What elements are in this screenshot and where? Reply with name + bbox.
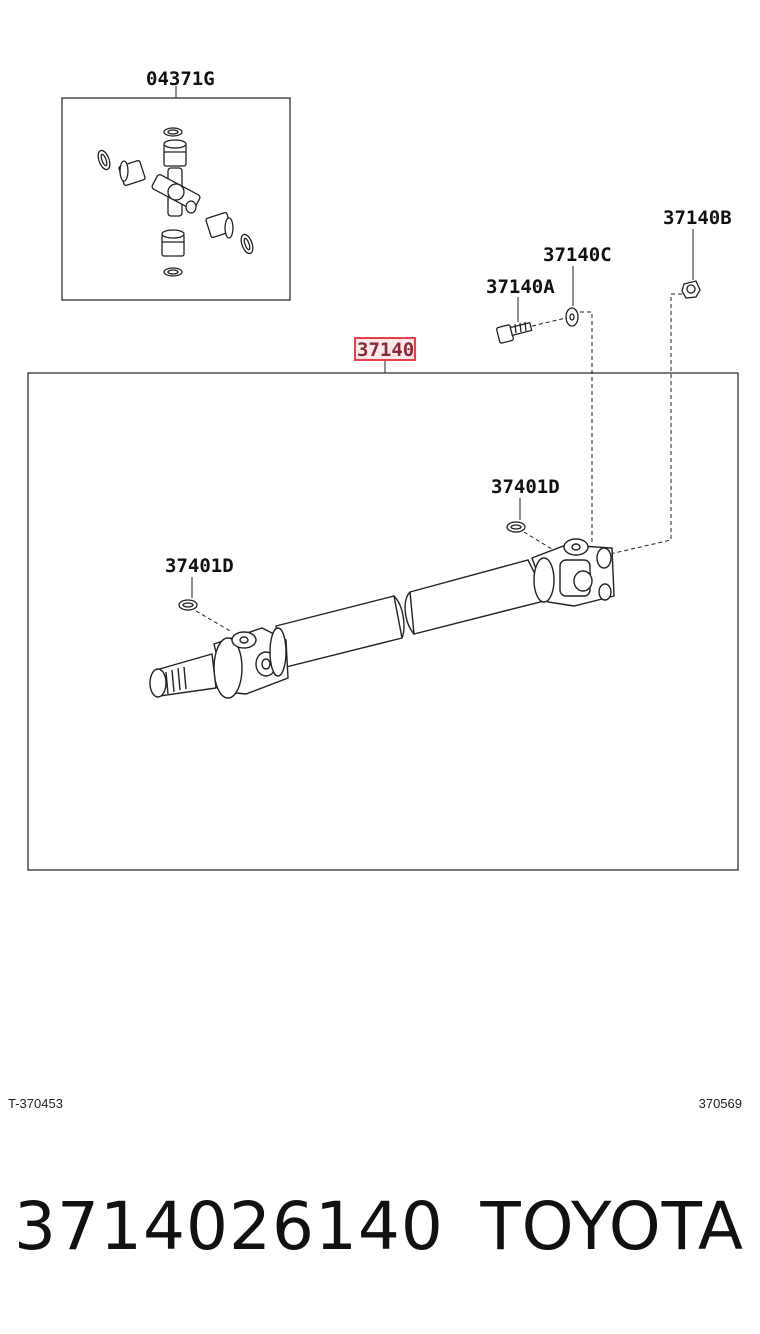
flange-yoke-icon	[531, 538, 615, 607]
propeller-shaft-drawing	[149, 538, 615, 699]
snap-ring-icon	[506, 521, 526, 533]
callout-bolt[interactable]: 37140A	[486, 276, 555, 298]
fastener-group: 37140A 37140C 37140B	[486, 207, 732, 555]
reference-code-right: 370569	[698, 1096, 742, 1111]
callout-ujoint-kit[interactable]: 04371G	[146, 68, 215, 90]
snap-ring-front-group: 37401D	[165, 555, 234, 633]
slip-yoke-icon	[213, 627, 289, 699]
reference-code-left: T-370453	[8, 1096, 63, 1111]
nut-icon	[681, 280, 701, 299]
callout-propeller-shaft[interactable]: 37140	[357, 339, 414, 361]
washer-icon	[565, 307, 579, 327]
snap-ring-rear-group: 37401D	[491, 476, 560, 552]
callout-highlight-box	[354, 337, 416, 361]
bolt-icon	[496, 321, 533, 344]
bearing-cup-icon	[118, 139, 234, 257]
part-number: 3714026140	[14, 1188, 444, 1265]
spline-stub-icon	[149, 653, 217, 698]
snap-ring-icon	[97, 127, 254, 277]
ujoint-kit-inset: 04371G	[61, 68, 291, 301]
snap-ring-icon	[178, 599, 198, 611]
propeller-shaft-frame: 37140	[27, 337, 739, 871]
callout-nut[interactable]: 37140B	[663, 207, 732, 229]
spider-icon	[151, 167, 201, 217]
callout-washer[interactable]: 37140C	[543, 244, 612, 266]
brand-name: TOYOTA	[480, 1188, 744, 1265]
callout-snap-ring-front[interactable]: 37401D	[165, 555, 234, 577]
callout-snap-ring-rear[interactable]: 37401D	[491, 476, 560, 498]
